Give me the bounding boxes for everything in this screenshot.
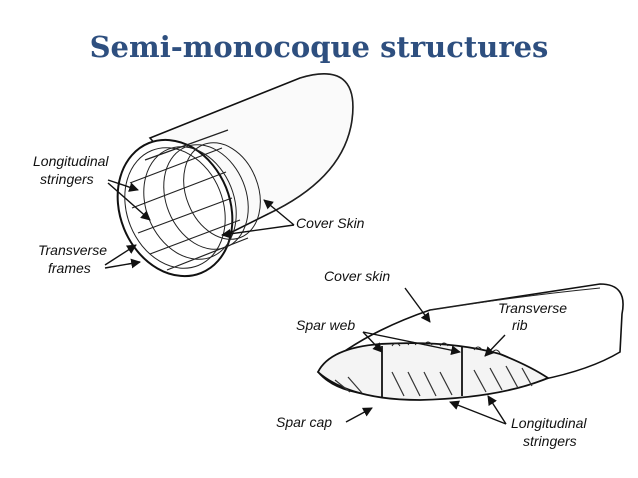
fuselage-illustration [116, 73, 354, 278]
fuselage-label-cover-skin: Cover Skin [296, 215, 365, 231]
wing-label-spar-cap: Spar cap [276, 414, 332, 430]
wing-label-longitudinal-2: stringers [523, 433, 577, 449]
fuselage-label-longitudinal-2: stringers [40, 171, 94, 187]
wing-label-transverse-2: rib [512, 317, 528, 333]
fuselage-stringers [129, 129, 249, 271]
fuselage-label-transverse-2: frames [48, 260, 91, 276]
wing-label-spar-web: Spar web [296, 317, 355, 333]
page-title: Semi-monocoque structures [89, 30, 549, 64]
wing-stringers [334, 365, 533, 397]
wing-illustration [316, 283, 624, 401]
fuselage-label-transverse-1: Transverse [38, 242, 107, 258]
wing-label-longitudinal-1: Longitudinal [511, 415, 587, 431]
fuselage-arrows [104, 179, 295, 269]
fuselage-far-end [267, 73, 354, 215]
fuselage-label-longitudinal-1: Longitudinal [33, 153, 109, 169]
wing-label-transverse-1: Transverse [498, 300, 567, 316]
wing-label-cover-skin: Cover skin [324, 268, 390, 284]
wing-arrows [345, 287, 507, 425]
wing-spar-webs [381, 346, 463, 398]
